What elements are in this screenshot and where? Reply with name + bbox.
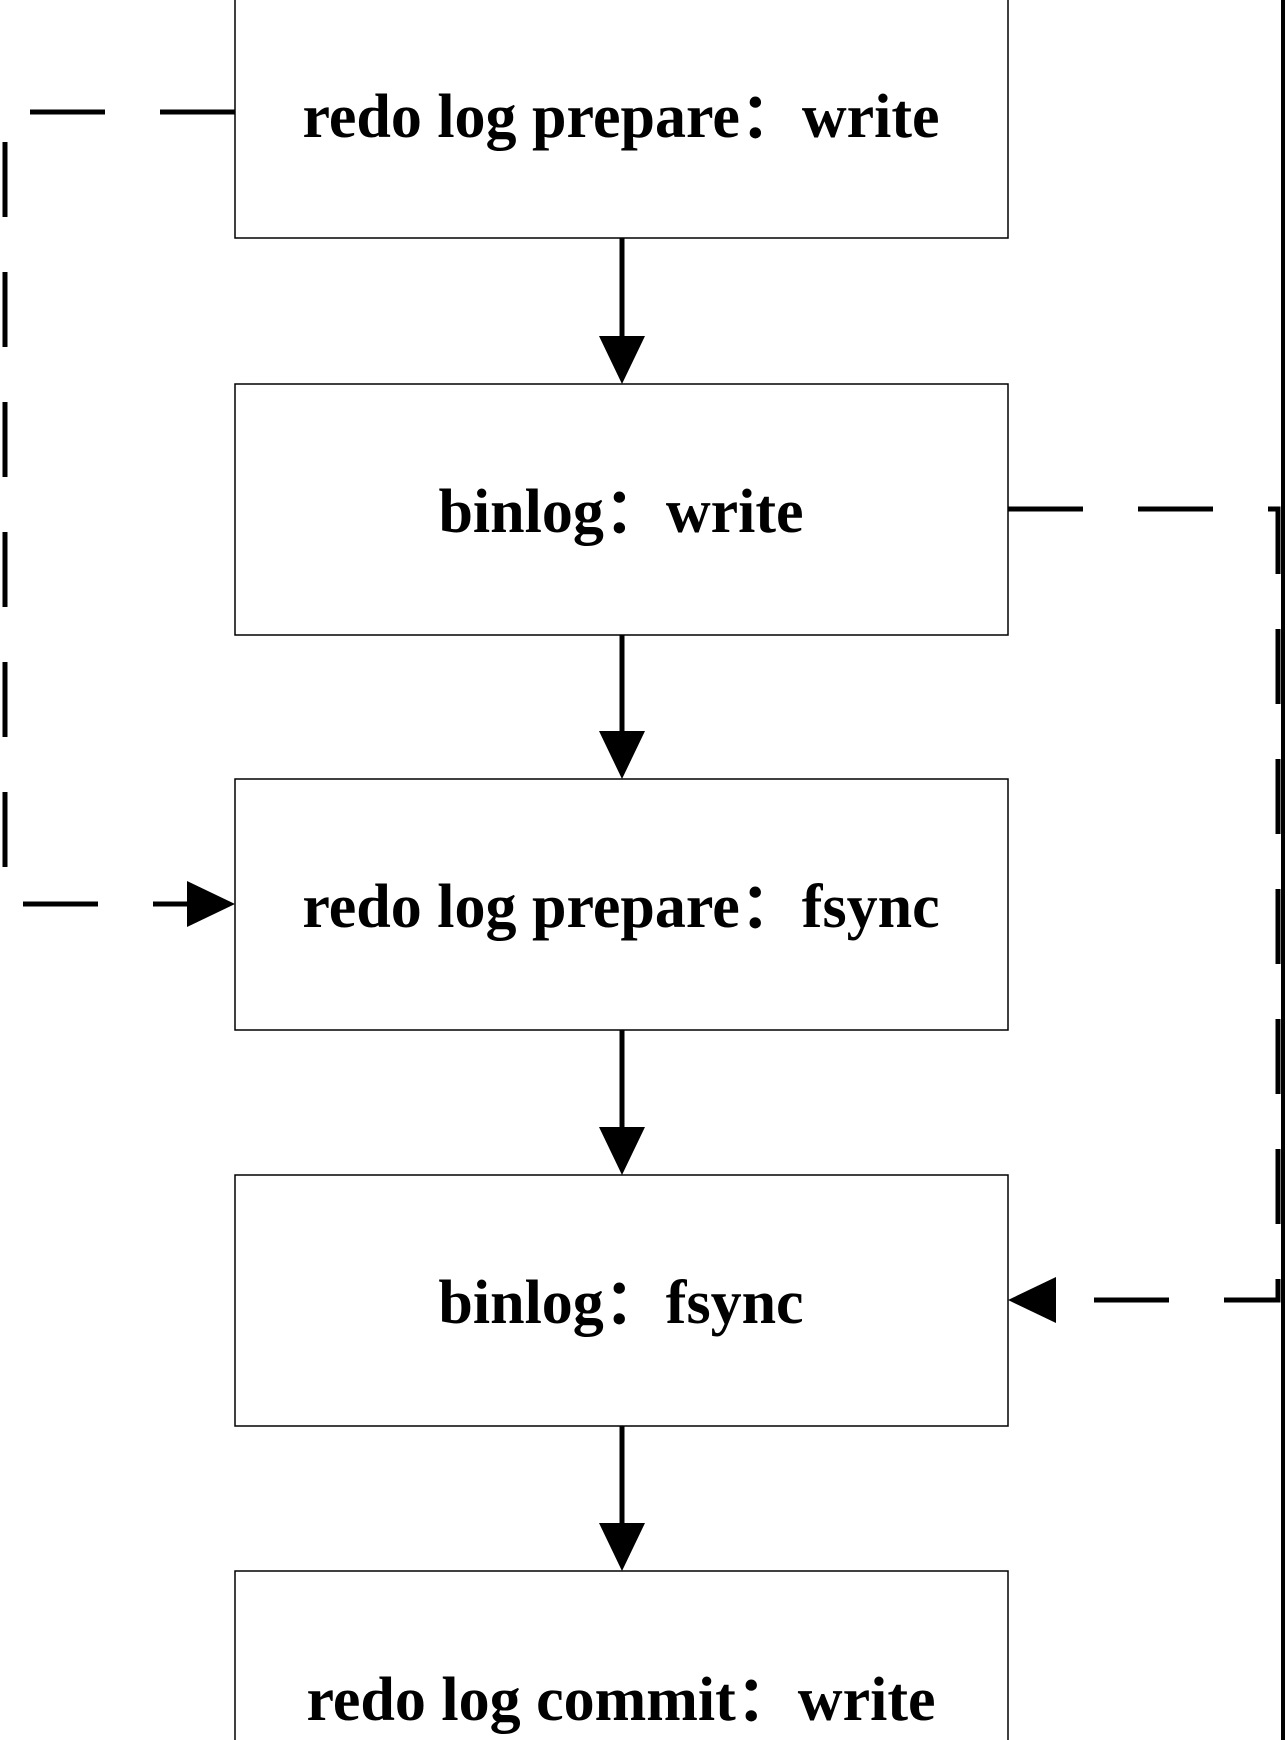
node-binlog-write: binlog：write bbox=[234, 383, 1009, 636]
node-label: redo log prepare：fsync bbox=[302, 873, 939, 941]
node-binlog-fsync: binlog：fsync bbox=[234, 1174, 1009, 1427]
edge-binlog-write-to-redo-prepare-fsync bbox=[599, 635, 645, 779]
edge-binlog-write-to-binlog-fsync bbox=[1008, 506, 1281, 1323]
dashed-connector-left bbox=[2, 109, 235, 907]
dashed-connector-right bbox=[1008, 506, 1281, 1303]
arrow-head-down bbox=[599, 336, 645, 384]
edge-redo-prepare-write-to-redo-prepare-fsync bbox=[2, 109, 235, 927]
arrow-head-left bbox=[1008, 1277, 1056, 1323]
node-redo-prepare-write: redo log prepare：write bbox=[234, 0, 1009, 239]
node-box bbox=[234, 0, 1009, 239]
arrow-head-down bbox=[599, 731, 645, 779]
arrow-head-down bbox=[599, 1127, 645, 1175]
edge-redo-prepare-fsync-to-binlog-fsync bbox=[599, 1030, 645, 1175]
node-label: redo log commit：write bbox=[307, 1666, 936, 1734]
node-box bbox=[234, 383, 1009, 636]
edge-redo-prepare-write-to-binlog-write bbox=[599, 238, 645, 384]
node-label: redo log prepare：write bbox=[302, 83, 939, 151]
arrow-head-down bbox=[599, 1523, 645, 1571]
node-box bbox=[234, 1570, 1009, 1740]
node-redo-prepare-fsync: redo log prepare：fsync bbox=[234, 778, 1009, 1031]
edge-binlog-fsync-to-redo-commit-write bbox=[599, 1426, 645, 1571]
node-label: binlog：write bbox=[438, 478, 803, 546]
node-box bbox=[234, 778, 1009, 1031]
node-redo-commit-write: redo log commit：write bbox=[234, 1570, 1009, 1740]
arrow-head-right bbox=[187, 881, 235, 927]
node-label: binlog：fsync bbox=[438, 1269, 803, 1337]
node-box bbox=[234, 1174, 1009, 1427]
